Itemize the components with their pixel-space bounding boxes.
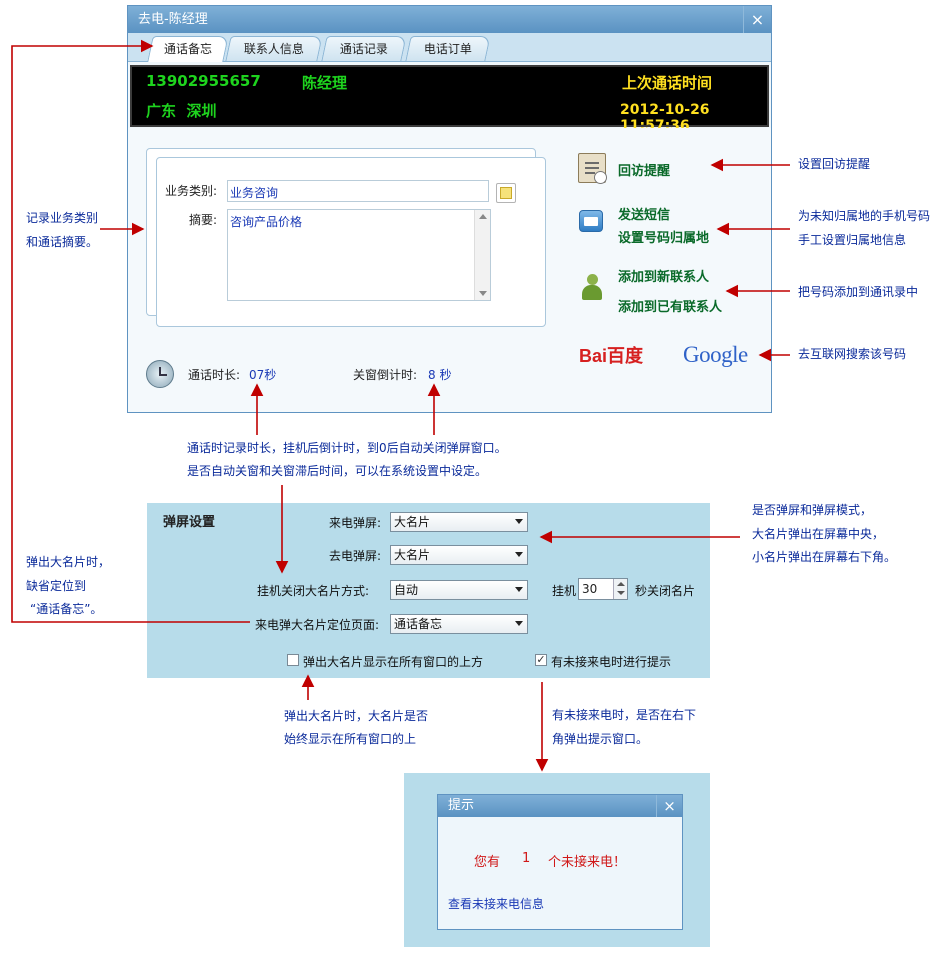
duration-label: 通话时长: — [188, 368, 241, 382]
note-callback: 设置回访提醒 — [798, 157, 871, 171]
clock-icon — [146, 360, 174, 388]
note-missed-2: 角弹出提示窗口。 — [552, 732, 649, 746]
countdown-value: 8 秒 — [428, 368, 452, 382]
memo-card: 业务类别: 业务咨询 摘要: 咨询产品价格 — [156, 157, 546, 327]
locate-page-value: 通话备忘 — [394, 617, 443, 631]
caller-location: 广东 深圳 — [146, 102, 217, 120]
note-ontop-2: 始终显示在所有窗口的上 — [284, 732, 417, 746]
popup-settings-panel: 弹屏设置 来电弹屏: 大名片 去电弹屏: 大名片 挂机关闭大名片方式: 自动 挂… — [147, 503, 710, 678]
send-sms-link[interactable]: 发送短信 — [618, 208, 671, 223]
caller-name: 陈经理 — [302, 74, 348, 92]
hangup-close-label: 挂机关闭大名片方式: — [257, 584, 370, 598]
chevron-down-icon — [515, 621, 523, 626]
note-locate-1: 弹出大名片时， — [26, 555, 111, 569]
locate-page-label: 来电弹大名片定位页面: — [255, 618, 380, 632]
tab-phone-orders[interactable]: 电话订单 — [405, 36, 491, 61]
popup-close-button[interactable]: × — [656, 795, 682, 817]
note-missed-1: 有未接来电时，是否在右下 — [552, 708, 697, 722]
callback-reminder-link[interactable]: 回访提醒 — [618, 164, 671, 179]
note-locate-2: 缺省定位到 — [26, 579, 87, 593]
hangup-close-value: 自动 — [394, 583, 419, 597]
summary-textarea[interactable]: 咨询产品价格 — [227, 209, 491, 301]
close-window-button[interactable]: × — [743, 6, 771, 33]
memo-panel: 业务类别: 业务咨询 摘要: 咨询产品价格 回访提醒 发 — [128, 128, 771, 412]
outgoing-popup-value: 大名片 — [394, 548, 431, 562]
incoming-popup-select[interactable]: 大名片 — [390, 512, 528, 532]
missed-call-label: 有未接来电时进行提示 — [551, 655, 672, 669]
hangup-suffix: 秒关闭名片 — [635, 584, 696, 598]
google-search-button[interactable]: Google — [683, 342, 748, 367]
note-location-1: 为未知归属地的手机号码 — [798, 209, 931, 223]
stepper-buttons[interactable] — [613, 579, 627, 599]
baidu-search-button[interactable]: Bai百度 — [579, 346, 644, 366]
locate-page-select[interactable]: 通话备忘 — [390, 614, 528, 634]
popup-title: 提示 — [438, 795, 682, 817]
note-mode-2: 大名片弹出在屏幕中央， — [752, 527, 885, 541]
note-ontop-1: 弹出大名片时，大名片是否 — [284, 709, 429, 723]
note-mode-3: 小名片弹出在屏幕右下角。 — [752, 550, 897, 564]
note-mode-1: 是否弹屏和弹屏模式， — [752, 503, 873, 517]
ontop-checkbox[interactable] — [287, 654, 299, 666]
missed-call-popup: 提示 × 您有 1 个未接来电！ 查看未接来电信息 — [437, 794, 683, 930]
duration-value: 07秒 — [249, 368, 277, 382]
note-timer-1: 通话时记录时长，挂机后倒计时，到0后自动关闭弹屏窗口。 — [187, 441, 507, 455]
chevron-down-icon — [515, 519, 523, 524]
incoming-popup-value: 大名片 — [394, 515, 431, 529]
note-location-2: 手工设置归属地信息 — [798, 233, 907, 247]
outgoing-popup-select[interactable]: 大名片 — [390, 545, 528, 565]
countdown-label: 关窗倒计时: — [353, 368, 418, 382]
add-new-contact-link[interactable]: 添加到新联系人 — [618, 270, 710, 285]
tab-contact-info[interactable]: 联系人信息 — [225, 36, 323, 61]
hangup-close-select[interactable]: 自动 — [390, 580, 528, 600]
settings-title: 弹屏设置 — [163, 515, 216, 530]
tab-call-history[interactable]: 通话记录 — [321, 36, 407, 61]
contact-person-icon — [582, 274, 602, 302]
chevron-down-icon — [515, 552, 523, 557]
window-title: 去电-陈经理 — [128, 6, 771, 33]
tab-call-memo[interactable]: 通话备忘 — [147, 36, 229, 62]
popup-message-suffix: 个未接来电！ — [548, 855, 627, 870]
missed-call-checkbox[interactable]: ✓ — [535, 653, 547, 666]
last-call-label: 上次通话时间 — [622, 74, 713, 92]
note-timer-2: 是否自动关窗和关窗滞后时间，可以在系统设置中设定。 — [187, 464, 488, 478]
sms-icon — [579, 210, 603, 232]
note-contact: 把号码添加到通讯录中 — [798, 285, 919, 299]
caller-phone: 13902955657 — [146, 72, 261, 90]
category-label: 业务类别: — [165, 184, 218, 198]
outgoing-popup-label: 去电弹屏: — [329, 549, 382, 563]
note-locate-3: “通话备忘”。 — [30, 602, 103, 616]
popup-message-prefix: 您有 — [474, 855, 501, 870]
stepper-up-icon[interactable] — [617, 582, 625, 586]
ontop-label: 弹出大名片显示在所有窗口的上方 — [303, 655, 484, 669]
summary-text: 咨询产品价格 — [230, 215, 303, 229]
set-location-link[interactable]: 设置号码归属地 — [618, 231, 710, 246]
scroll-up-icon[interactable] — [479, 214, 487, 219]
edit-category-button[interactable] — [496, 183, 516, 203]
scroll-down-icon[interactable] — [479, 291, 487, 296]
summary-scrollbar[interactable] — [474, 210, 490, 300]
note-memo-2: 和通话摘要。 — [26, 235, 99, 249]
view-missed-calls-link[interactable]: 查看未接来电信息 — [448, 897, 545, 911]
caller-display: 13902955657 陈经理 上次通话时间 广东 深圳 2012-10-26 … — [130, 65, 769, 134]
outgoing-call-window: 去电-陈经理 × 通话备忘 联系人信息 通话记录 电话订单 1390295565… — [127, 5, 772, 413]
chevron-down-icon — [515, 587, 523, 592]
category-input[interactable]: 业务咨询 — [227, 180, 489, 202]
popup-missed-count: 1 — [522, 851, 531, 866]
hangup-seconds-stepper[interactable]: 30 — [578, 578, 628, 600]
note-memo-1: 记录业务类别 — [26, 211, 99, 225]
hangup-seconds-value: 30 — [582, 582, 598, 596]
add-existing-contact-link[interactable]: 添加到已有联系人 — [618, 300, 723, 315]
stepper-down-icon[interactable] — [617, 591, 625, 595]
summary-label: 摘要: — [189, 213, 218, 227]
incoming-popup-label: 来电弹屏: — [329, 516, 382, 530]
note-search: 去互联网搜索该号码 — [798, 347, 907, 361]
note-icon — [500, 187, 512, 199]
hangup-prefix: 挂机 — [552, 584, 577, 598]
clipboard-icon — [578, 153, 607, 184]
tab-bar: 通话备忘 联系人信息 通话记录 电话订单 — [128, 33, 771, 62]
